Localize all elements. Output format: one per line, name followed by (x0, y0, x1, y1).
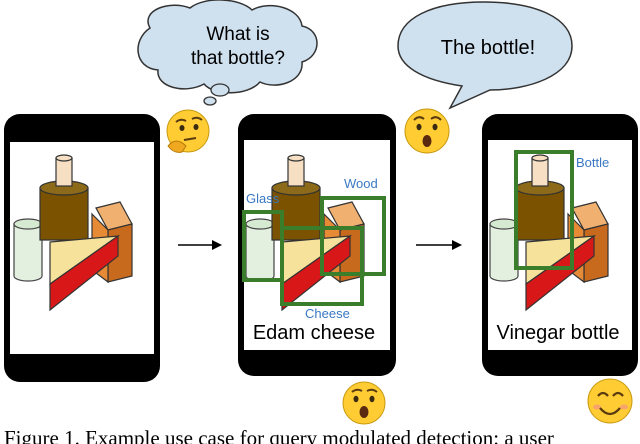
box-label-bottle: Bottle (576, 155, 609, 170)
bubble-answer: The bottle! (441, 37, 536, 59)
arrow-right-1 (178, 240, 222, 250)
bubble-question-line2: that bottle? (191, 48, 285, 69)
phone-middle-label: Edam cheese (253, 322, 375, 344)
phone-middle: Glass Wood Cheese Edam cheese (238, 114, 396, 376)
smiling-face-icon (587, 378, 633, 424)
figure-caption: Figure 1. Example use case for query mod… (4, 426, 554, 444)
detection-box-bottle (514, 150, 574, 270)
thinking-face-icon (166, 109, 210, 153)
surprised-face-icon (404, 108, 450, 154)
surprised-face-icon-bottom (342, 381, 386, 425)
arrow-right-2 (416, 240, 462, 250)
thought-bubble: What is that bottle? (137, 0, 318, 106)
detection-box-wood (320, 196, 386, 276)
detection-box-cheese (280, 226, 364, 306)
box-label-wood: Wood (344, 176, 378, 191)
box-label-cheese: Cheese (305, 306, 350, 321)
bubble-question-line1: What is (206, 24, 269, 45)
speech-bubble: The bottle! (397, 1, 573, 110)
phone-left (4, 114, 160, 382)
box-label-glass: Glass (246, 191, 280, 206)
phone-right: Bottle Vinegar bottle (482, 114, 638, 376)
phone-right-label: Vinegar bottle (496, 322, 619, 344)
